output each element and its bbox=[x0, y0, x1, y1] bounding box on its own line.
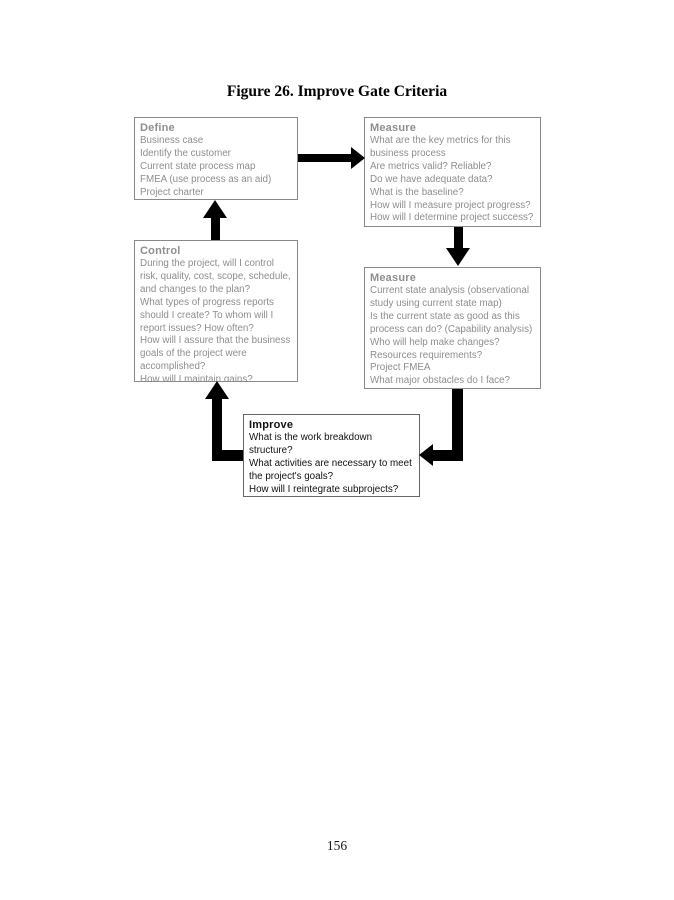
box-improve: Improve What is the work breakdown struc… bbox=[243, 414, 420, 497]
box-control-line: How will I maintain gains? bbox=[140, 374, 253, 382]
box-measure-top-line: What is the baseline? bbox=[370, 186, 464, 198]
box-control-line: goals of the project were bbox=[140, 348, 247, 360]
box-improve-line: What activities are necessary to meet bbox=[249, 457, 412, 469]
arrow-down-icon bbox=[446, 248, 470, 266]
arrow-shaft bbox=[452, 389, 463, 461]
box-control-header: Control bbox=[140, 245, 181, 257]
box-measure-top-header: Measure bbox=[370, 122, 417, 134]
box-control-line: risk, quality, cost, scope, schedule, bbox=[140, 270, 291, 282]
box-define-line: FMEA (use process as an aid) bbox=[140, 173, 272, 185]
box-control: Control During the project, will I contr… bbox=[134, 240, 298, 382]
figure-title: Figure 26. Improve Gate Criteria bbox=[226, 83, 448, 100]
box-measure-top-line: What are the key metrics for this bbox=[370, 135, 511, 146]
arrow-shaft bbox=[211, 217, 220, 240]
box-control-line: What types of progress reports bbox=[140, 296, 274, 308]
box-define-line: Current state process map bbox=[140, 160, 256, 172]
arrow-up-icon bbox=[205, 381, 229, 399]
arrow-shaft bbox=[298, 154, 352, 162]
box-define-line: Identify the customer bbox=[140, 147, 231, 159]
box-measure-top-line: Are metrics valid? Reliable? bbox=[370, 160, 492, 172]
box-measure-top-line: How will I determine project success? bbox=[370, 212, 534, 224]
box-control-line: How will I assure that the business bbox=[140, 335, 291, 347]
page-number: 156 bbox=[326, 838, 348, 853]
box-measure-right-line: Project FMEA bbox=[370, 362, 431, 374]
arrow-shaft bbox=[212, 397, 222, 461]
box-improve-line: How will I reintegrate subprojects? bbox=[249, 483, 399, 495]
box-measure-right-line: Is the current state as good as this bbox=[370, 310, 520, 322]
arrow-up-icon bbox=[203, 200, 227, 218]
box-improve-line: structure? bbox=[249, 444, 293, 456]
box-measure-right-line: Current state analysis (observational bbox=[370, 285, 530, 296]
box-control-line: and changes to the plan? bbox=[140, 283, 251, 295]
box-control-line: report issues? How often? bbox=[140, 322, 254, 334]
box-improve-line: What is the work breakdown bbox=[249, 432, 373, 443]
arrow-left-icon bbox=[419, 444, 433, 466]
box-measure-top-line: Do we have adequate data? bbox=[370, 173, 493, 185]
box-define-line: Project charter bbox=[140, 186, 204, 198]
box-measure-right-line: process can do? (Capability analysis) bbox=[370, 323, 533, 335]
box-measure-right-line: What major obstacles do I face? bbox=[370, 375, 510, 387]
box-measure-top-line: How will I measure project progress? bbox=[370, 199, 531, 211]
box-control-line: should I create? To whom will I bbox=[140, 309, 274, 321]
box-measure-right-line: study using current state map) bbox=[370, 297, 502, 309]
arrow-shaft bbox=[212, 450, 243, 461]
box-measure-top: Measure What are the key metrics for thi… bbox=[364, 117, 541, 227]
box-define-header: Define bbox=[140, 122, 175, 134]
arrow-right-icon bbox=[351, 147, 365, 169]
box-measure-right-line: Resources requirements? bbox=[370, 349, 483, 361]
box-control-line: accomplished? bbox=[140, 361, 206, 373]
box-improve-line: the project's goals? bbox=[249, 470, 334, 482]
arrow-shaft bbox=[432, 450, 463, 461]
box-define-line: Business case bbox=[140, 135, 204, 146]
box-control-line: During the project, will I control bbox=[140, 258, 274, 269]
box-improve-header: Improve bbox=[249, 419, 294, 431]
box-measure-right: Measure Current state analysis (observat… bbox=[364, 267, 541, 389]
box-measure-right-line: Who will help make changes? bbox=[370, 336, 500, 348]
box-define: Define Business case Identify the custom… bbox=[134, 117, 298, 200]
arrow-shaft bbox=[454, 227, 463, 249]
box-measure-top-line: business process bbox=[370, 147, 446, 159]
box-measure-right-header: Measure bbox=[370, 272, 417, 284]
